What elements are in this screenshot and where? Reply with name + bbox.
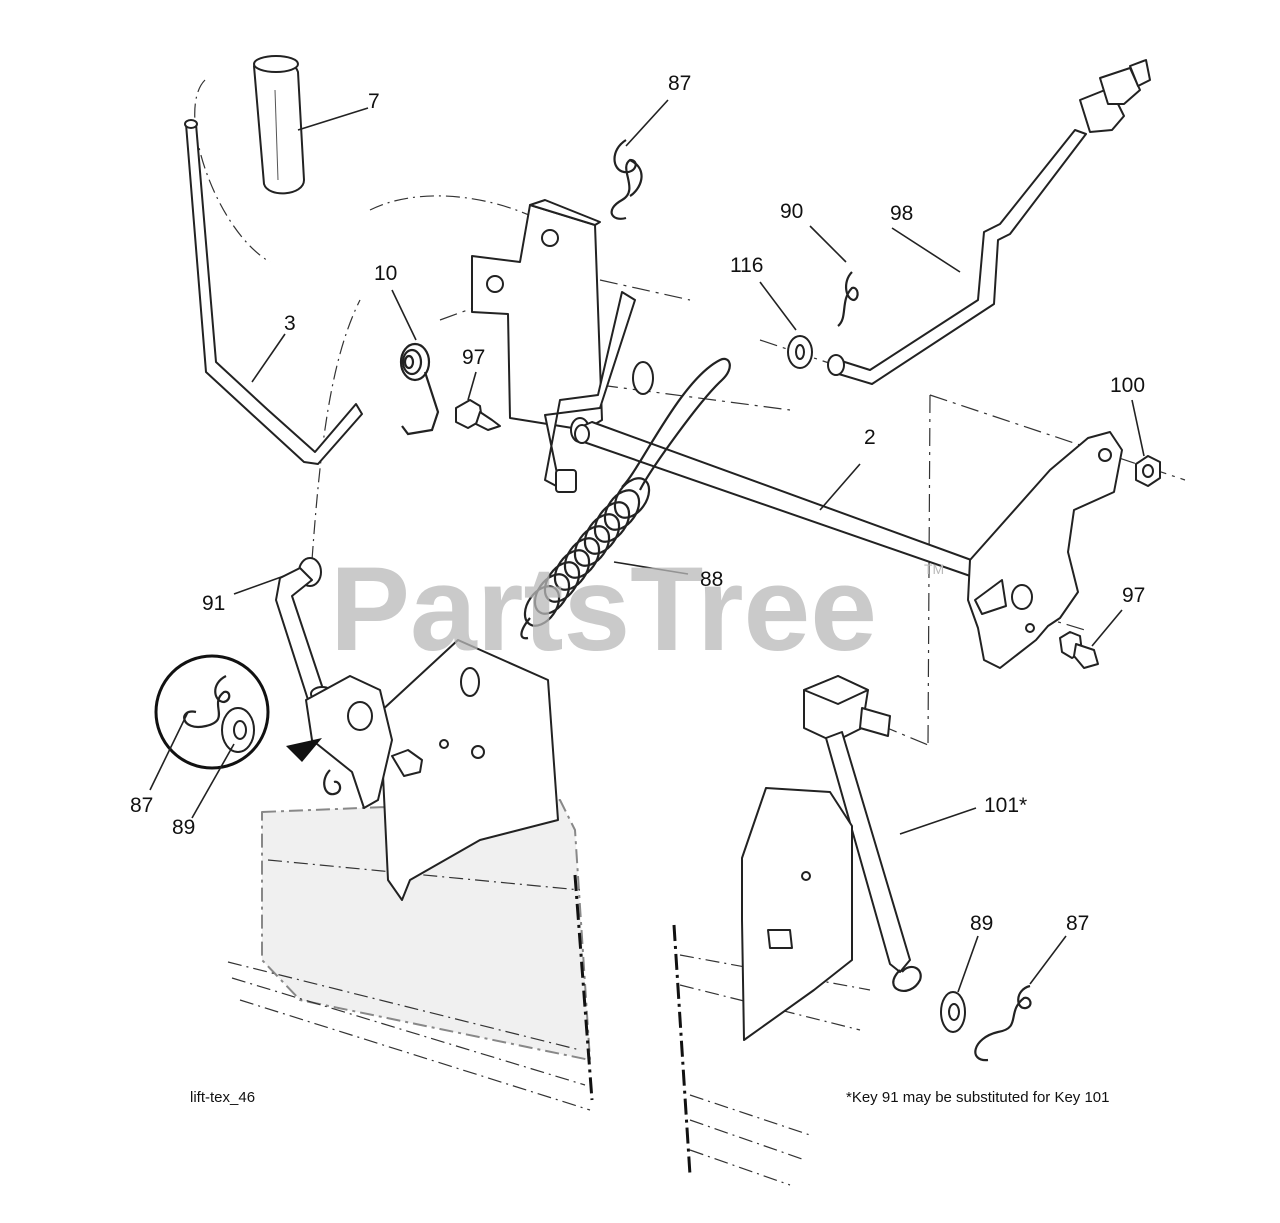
- centerline-right-vertical: [672, 924, 692, 1176]
- part-88-extension-spring: [520, 357, 731, 640]
- part-10-torsion-spring: [399, 342, 440, 436]
- spring-coils: [523, 477, 651, 627]
- callout-3: 3: [284, 312, 296, 335]
- part-89-washer-right: [940, 991, 966, 1033]
- partstree-watermark: PartsTree: [330, 542, 877, 676]
- callout-88: 88: [700, 568, 723, 591]
- part-97-shoulder-bolt-right: [1059, 631, 1099, 669]
- centerline-bracket: [599, 384, 791, 411]
- part-3-lift-handle: [184, 119, 363, 465]
- callout-101: 101*: [984, 794, 1027, 817]
- part-87-hairpin-clip-top: [610, 139, 643, 220]
- part-98-adjustment-rod: [827, 59, 1151, 385]
- callout-87-right: 87: [1066, 912, 1089, 935]
- callout-90: 90: [780, 200, 803, 223]
- substitution-note: *Key 91 may be substituted for Key 101: [846, 1089, 1110, 1106]
- phantom-arc-pivot: [311, 299, 361, 561]
- callout-labels: 7 87 90 98 116 10 3 97 100 2 88 97 91 87…: [130, 72, 1145, 935]
- callout-97-upper: 97: [462, 346, 485, 369]
- callout-89-left: 89: [172, 816, 195, 839]
- part-101-deck-link-right: [803, 675, 922, 992]
- callout-98: 98: [890, 202, 913, 225]
- part-116-washer: [787, 335, 813, 369]
- part-7-handle-grip: [253, 55, 305, 195]
- callout-97-right: 97: [1122, 584, 1145, 607]
- right-lift-arm: [967, 431, 1123, 669]
- centerline-right-down: [927, 394, 931, 746]
- phantom-arc-handle: [194, 79, 271, 263]
- callout-87-left: 87: [130, 794, 153, 817]
- callout-87-top: 87: [668, 72, 691, 95]
- deck-outline-left: [227, 799, 591, 1111]
- watermark-trademark: TM: [924, 561, 944, 577]
- diagram-id-label: lift-tex_46: [190, 1089, 255, 1106]
- part-87-hairpin-clip-right: [974, 984, 1032, 1062]
- leader-lines: [149, 99, 1145, 993]
- centerline-left-vertical: [573, 874, 594, 1101]
- left-deck-hanger-bracket: [305, 639, 559, 901]
- callout-91: 91: [202, 592, 225, 615]
- part-97-shoulder-bolt-upper: [455, 399, 501, 431]
- centerline-shaft: [599, 279, 691, 301]
- callout-7: 7: [368, 90, 380, 113]
- callout-116: 116: [730, 254, 763, 277]
- part-100-nut: [1135, 455, 1161, 487]
- detail-circle-clip-washer: [154, 654, 342, 796]
- right-deck-hanger-bracket: [741, 787, 853, 1041]
- deck-outline-right: [679, 954, 871, 1186]
- part-90-clip: [837, 271, 859, 327]
- callout-100: 100: [1110, 374, 1145, 397]
- callout-89-right: 89: [970, 912, 993, 935]
- callout-10: 10: [374, 262, 397, 285]
- part-91-deck-link-left: [275, 557, 334, 707]
- callout-2: 2: [864, 426, 876, 449]
